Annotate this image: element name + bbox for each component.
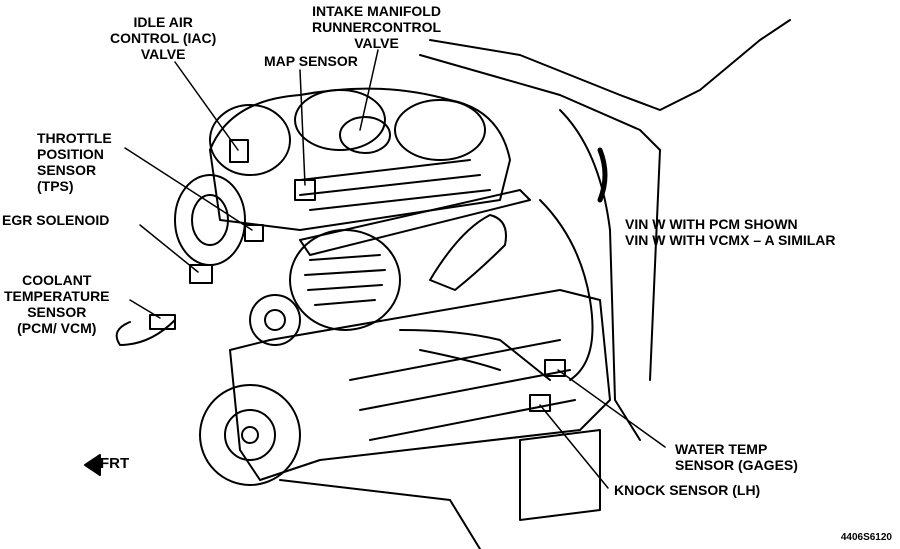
crank-pulley — [199, 384, 301, 486]
fender-line — [559, 109, 641, 441]
harness-main — [539, 199, 594, 381]
throttle-body — [174, 174, 246, 266]
crank-pulley-hub — [241, 426, 259, 444]
label-knock-text: KNOCK SENSOR (LH) — [614, 482, 761, 498]
label-tps-line3: SENSOR — [37, 162, 97, 178]
label-iac-line2: CONTROL (IAC) — [110, 30, 217, 46]
lower-pan — [279, 479, 481, 549]
leader-coolant — [129, 299, 161, 319]
label-water-line2: SENSOR (GAGES) — [675, 457, 798, 473]
harness-branch-1 — [399, 329, 551, 381]
label-iac: IDLE AIR CONTROL (IAC) VALVE — [110, 14, 216, 62]
coolant-connector — [149, 314, 176, 330]
leader-intake — [359, 49, 379, 131]
label-vin-line2: VIN W WITH VCMX – A SIMILAR — [625, 232, 836, 248]
alternator-pulley-hub — [264, 309, 286, 331]
leader-map — [299, 69, 306, 186]
label-coolant-line3: SENSOR — [27, 304, 87, 320]
label-coolant-line1: COOLANT — [22, 272, 92, 288]
leader-iac — [174, 61, 239, 151]
label-intake-line1: INTAKE MANIFOLD — [312, 3, 441, 19]
alternator-pulley — [249, 294, 301, 346]
harness-coolant — [115, 319, 176, 346]
alternator-fins — [304, 254, 386, 306]
leader-lines — [124, 49, 666, 489]
label-egr-solenoid: EGR SOLENOID — [2, 212, 109, 228]
leader-water — [557, 369, 666, 448]
firewall-vent — [597, 147, 608, 203]
label-tps-line4: (TPS) — [37, 178, 74, 194]
label-vin-note: VIN W WITH PCM SHOWN VIN W WITH VCMX – A… — [625, 216, 836, 248]
label-frt: FRT — [100, 455, 130, 472]
egr-connector — [189, 264, 213, 284]
label-map-text: MAP SENSOR — [264, 53, 358, 69]
fuel-rail — [299, 189, 531, 256]
iac-connector — [229, 139, 249, 163]
throttle-bore — [191, 194, 229, 246]
plenum-runner-mid — [294, 89, 386, 151]
label-coolant-line2: TEMPERATURE — [4, 288, 110, 304]
block-ribs — [349, 339, 576, 441]
label-intake-line2: RUNNERCONTROL — [312, 19, 442, 35]
figure-id: 4406S6120 — [840, 532, 892, 543]
label-iac-line1: IDLE AIR — [133, 14, 193, 30]
label-vin-line1: VIN W WITH PCM SHOWN — [625, 216, 798, 232]
label-iac-line3: VALVE — [140, 46, 186, 62]
plenum-runner-left — [209, 104, 291, 176]
label-coolant: COOLANT TEMPERATURE SENSOR (PCM/ VCM) — [4, 272, 110, 336]
label-egr-text: EGR SOLENOID — [2, 212, 110, 228]
hood-inner — [419, 54, 661, 151]
crank-pulley-inner — [224, 409, 276, 461]
label-water-temp: WATER TEMP SENSOR (GAGES) — [675, 441, 798, 473]
leader-egr — [139, 224, 199, 273]
hood-outline — [429, 19, 791, 111]
label-tps-line2: POSITION — [37, 146, 104, 162]
intake-valve-cap — [339, 116, 391, 154]
frt-arrow-icon — [84, 454, 101, 476]
firewall-line — [649, 149, 661, 381]
harness-branch-2 — [419, 349, 501, 371]
plenum-ribs — [299, 159, 491, 211]
plenum-outline — [209, 87, 511, 231]
knock-connector — [529, 394, 551, 412]
label-knock-sensor: KNOCK SENSOR (LH) — [614, 482, 760, 498]
engine-block — [229, 289, 611, 481]
label-map-sensor: MAP SENSOR — [264, 53, 358, 69]
label-tps-line1: THROTTLE — [37, 130, 112, 146]
label-intake-line3: VALVE — [354, 35, 399, 51]
label-tps: THROTTLE POSITION SENSOR (TPS) — [37, 130, 112, 194]
oil-filter — [519, 429, 601, 521]
leader-tps — [124, 147, 253, 231]
water-connector — [544, 359, 566, 377]
tps-connector — [244, 224, 264, 242]
label-water-line1: WATER TEMP — [675, 441, 768, 457]
label-intake-manifold: INTAKE MANIFOLD RUNNERCONTROL VALVE — [312, 3, 441, 51]
plenum-runner-right — [394, 99, 486, 161]
label-coolant-line4: (PCM/ VCM) — [17, 320, 97, 336]
alternator-body — [289, 229, 401, 331]
leader-knock — [539, 404, 609, 489]
air-tube — [429, 214, 507, 291]
